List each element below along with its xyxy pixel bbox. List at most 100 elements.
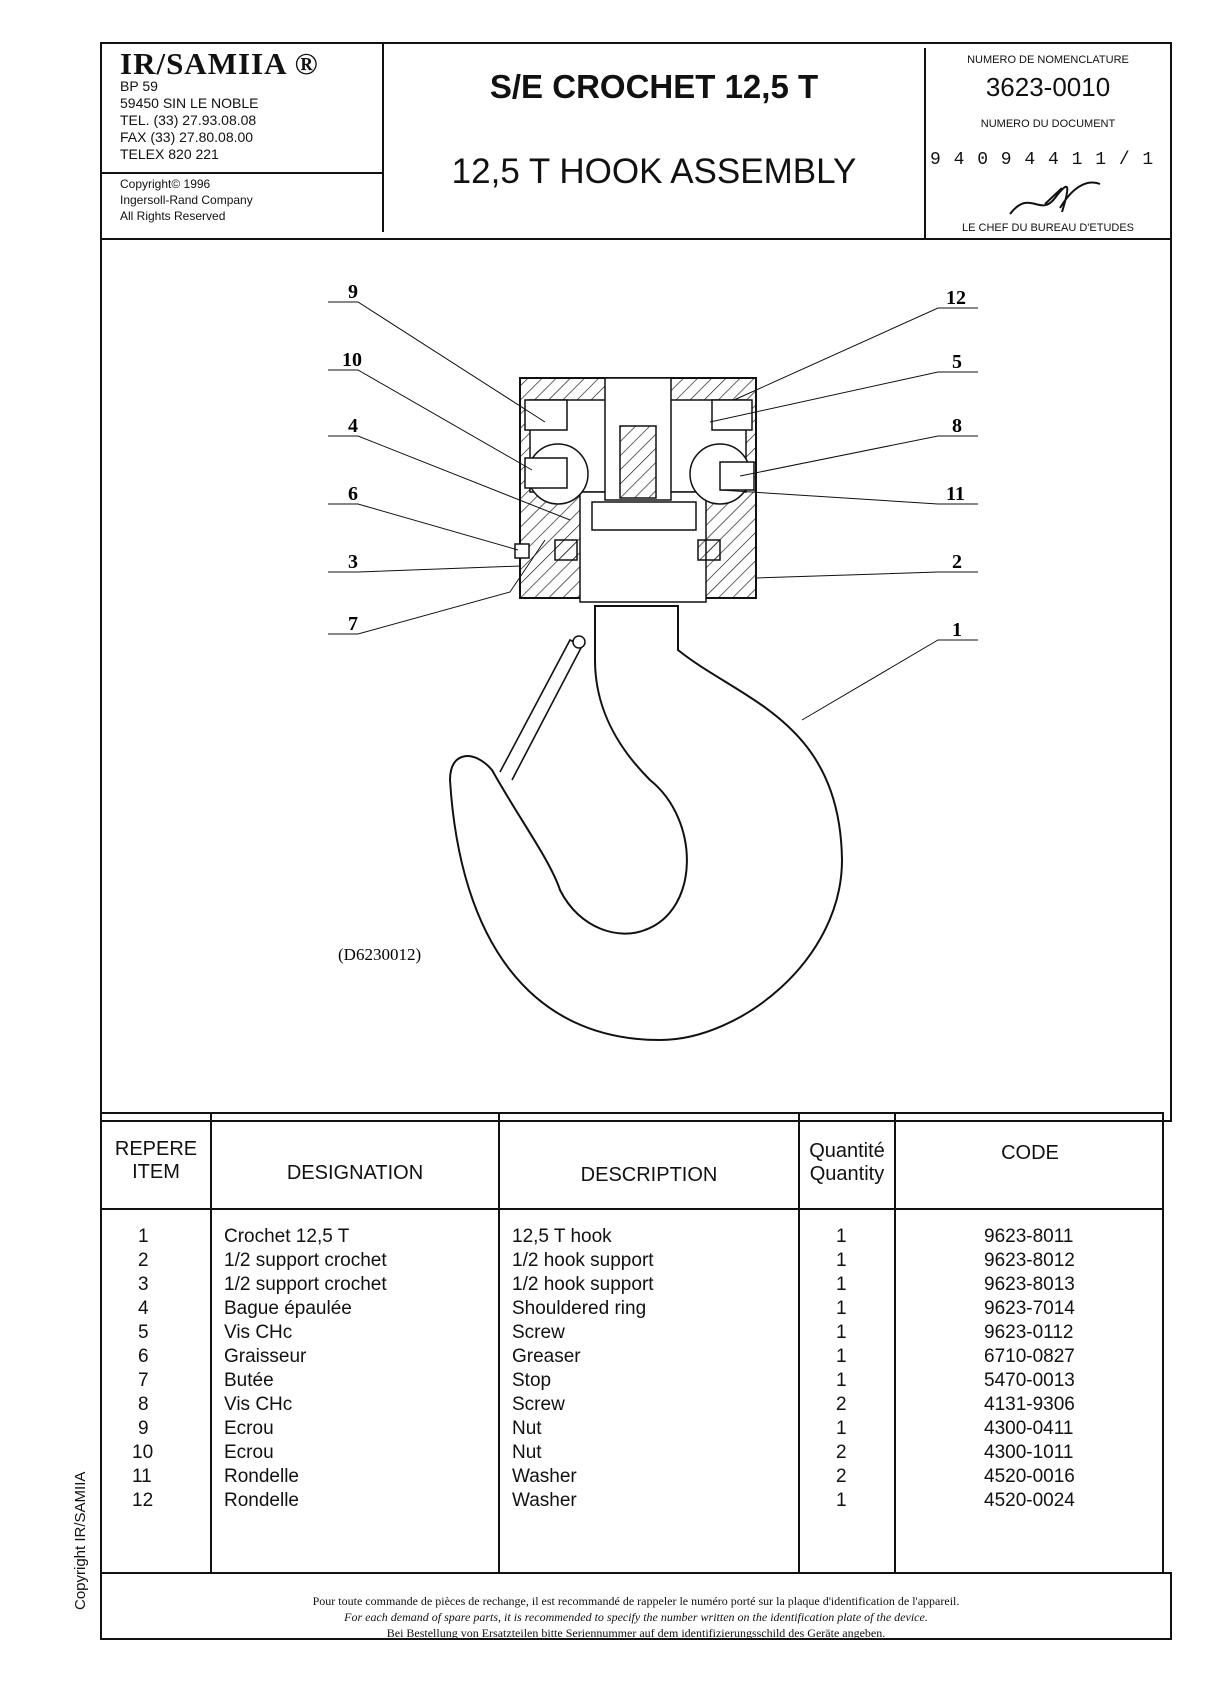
document-number: 9 4 0 9 4 4 1 1 / 1 (930, 150, 1155, 170)
footer-line-fr: Pour toute commande de pièces de rechang… (312, 1594, 960, 1608)
cell-item: 6 (138, 1346, 149, 1367)
header-quantity-en: Quantity (809, 1163, 885, 1185)
cell-qty: 1 (836, 1418, 847, 1439)
document-label: NUMERO DU DOCUMENT (980, 118, 1116, 130)
callout-leaders-left (328, 301, 571, 635)
cell-code: 6710-0827 (984, 1346, 1075, 1367)
cell-qty: 1 (836, 1490, 847, 1511)
cell-qty: 1 (836, 1250, 847, 1271)
table-column-divider (894, 1112, 896, 1574)
cell-designation: Rondelle (224, 1466, 299, 1487)
cell-qty: 1 (836, 1370, 847, 1391)
nomenclature-number: 3623-0010 (985, 72, 1111, 102)
cell-description: 12,5 T hook (512, 1226, 612, 1247)
cell-code: 4520-0024 (984, 1490, 1075, 1511)
cell-item: 8 (138, 1394, 149, 1415)
hook-body (448, 605, 844, 1042)
cell-code: 9623-8011 (984, 1226, 1074, 1247)
header-quantity-fr: Quantité (809, 1140, 885, 1162)
address-line: TELEX 820 221 (120, 146, 219, 162)
cell-designation: Graisseur (224, 1346, 307, 1367)
callout-8: 8 (952, 415, 962, 437)
header-number-box (924, 48, 1172, 238)
cell-item: 1 (138, 1226, 149, 1247)
cell-item: 9 (138, 1418, 149, 1439)
cell-code: 5470-0013 (984, 1370, 1075, 1391)
callout-5: 5 (952, 351, 962, 373)
cell-code: 4300-0411 (984, 1418, 1074, 1439)
cell-designation: Butée (224, 1370, 274, 1391)
cell-designation: 1/2 support crochet (224, 1250, 387, 1271)
drawing-frame (100, 42, 1172, 1122)
cell-qty: 2 (836, 1394, 847, 1415)
chef-label: LE CHEF DU BUREAU D'ETUDES (961, 222, 1134, 234)
company-divider (100, 172, 384, 174)
cell-description: 1/2 hook support (512, 1250, 654, 1271)
cell-qty: 1 (836, 1274, 847, 1295)
callout-2: 2 (952, 551, 962, 573)
cell-description: Screw (512, 1394, 565, 1415)
signature-icon (1009, 181, 1101, 215)
header-designation: DESIGNATION (286, 1162, 424, 1184)
footer-line-en: For each demand of spare parts, it is re… (344, 1610, 928, 1624)
cell-item: 5 (138, 1322, 149, 1343)
header-item-fr: REPERE (114, 1138, 198, 1160)
cell-description: Washer (512, 1466, 577, 1487)
cell-designation: Vis CHc (224, 1322, 293, 1343)
callout-10: 10 (342, 349, 362, 371)
callout-1: 1 (952, 619, 962, 641)
cell-qty: 1 (836, 1346, 847, 1367)
callout-6: 6 (348, 483, 358, 505)
address-line: 59450 SIN LE NOBLE (120, 95, 259, 111)
nomenclature-label: NUMERO DE NOMENCLATURE (967, 54, 1129, 66)
table-header-divider (100, 1208, 1164, 1210)
hook-assembly-drawing: 9 10 4 6 3 7 12 5 8 11 2 1 (D6230012) (328, 281, 978, 1042)
address-line: BP 59 (120, 78, 158, 94)
cell-description: 1/2 hook support (512, 1274, 654, 1295)
cell-code: 9623-8013 (984, 1274, 1075, 1295)
cell-qty: 1 (836, 1322, 847, 1343)
cell-designation: Ecrou (224, 1418, 274, 1439)
header-company-box (100, 42, 384, 232)
cell-designation: Rondelle (224, 1490, 299, 1511)
cell-description: Washer (512, 1490, 577, 1511)
copyright-block: Copyright© 1996 Ingersoll-Rand Company A… (120, 176, 253, 224)
table-row: 6 Graisseur Greaser 1 6710-0827 (0, 1346, 1209, 1370)
hook-support-housing (514, 377, 757, 603)
footer-line-de: Bei Bestellung von Ersatzteilen bitte Se… (386, 1626, 886, 1640)
cell-designation: Ecrou (224, 1442, 274, 1463)
callout-11: 11 (946, 483, 965, 505)
header-divider (100, 238, 1172, 240)
company-address: BP 59 59450 SIN LE NOBLE TEL. (33) 27.93… (120, 78, 259, 163)
cell-item: 3 (138, 1274, 149, 1295)
cell-code: 4131-9306 (984, 1394, 1075, 1415)
cell-code: 9623-7014 (984, 1298, 1075, 1319)
title-french: S/E CROCHET 12,5 T (489, 68, 819, 105)
cell-description: Greaser (512, 1346, 581, 1367)
company-logo: IR/SAMIIA ® (120, 46, 319, 81)
header-code: CODE (1001, 1142, 1059, 1164)
address-line: TEL. (33) 27.93.08.08 (120, 112, 257, 128)
table-column-divider (498, 1112, 500, 1574)
cell-description: Screw (512, 1322, 565, 1343)
footer-box (100, 1572, 1172, 1640)
callout-4: 4 (348, 415, 358, 437)
cell-qty: 1 (836, 1226, 847, 1247)
copyright-line: Copyright© 1996 (120, 177, 211, 191)
drawing-reference: (D6230012) (338, 945, 421, 964)
side-copyright: Copyright IR/SAMIIA (72, 1471, 89, 1610)
cell-designation: 1/2 support crochet (224, 1274, 387, 1295)
cell-designation: Bague épaulée (224, 1298, 352, 1319)
callout-9: 9 (348, 281, 358, 303)
cell-code: 4520-0016 (984, 1466, 1075, 1487)
copyright-line: All Rights Reserved (120, 209, 226, 223)
cell-item: 4 (138, 1298, 149, 1319)
cell-item: 2 (138, 1250, 149, 1271)
cell-code: 9623-0112 (984, 1322, 1074, 1343)
cell-item: 11 (132, 1466, 152, 1487)
